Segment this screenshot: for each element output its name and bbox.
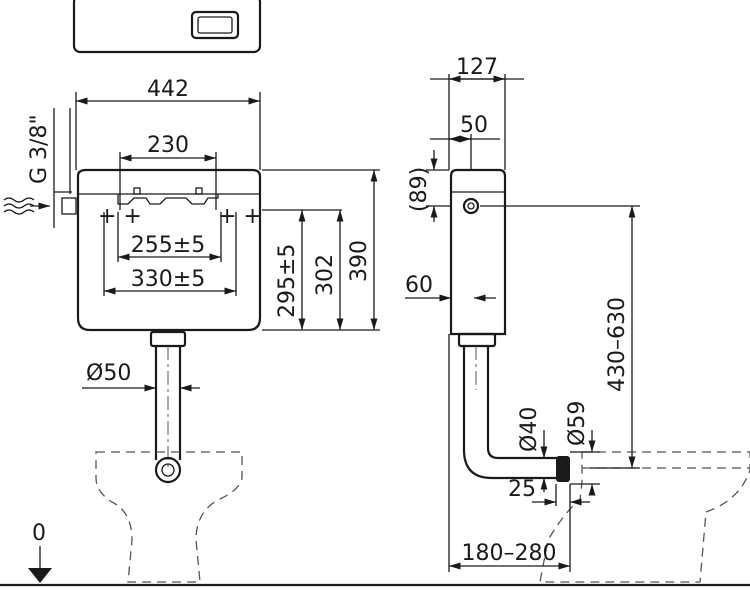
front-view: 442 G 3/8" 230 + + + + 255±5 [3, 0, 380, 583]
flush-pipe-front [149, 330, 187, 348]
pipe-outlet-icon [154, 456, 182, 484]
dim-50-label: 50 [460, 113, 488, 138]
dim-390-label: 390 [347, 240, 372, 282]
dim-89-label: (89) [407, 167, 432, 212]
water-inlet-icon [3, 197, 35, 215]
flush-pipe-side [457, 332, 497, 348]
dim-302-label: 302 [313, 254, 338, 296]
dim-d50-label: Ø50 [86, 361, 131, 386]
dim-60-label: 60 [405, 273, 433, 298]
dim-230-label: 230 [147, 133, 189, 158]
dim-295-label: 295±5 [275, 244, 300, 318]
dim-330-label: 330±5 [131, 267, 205, 292]
dim-255-label: 255±5 [131, 233, 205, 258]
dim-430-630-label: 430–630 [605, 297, 630, 392]
svg-text:+ +: + + [98, 204, 142, 229]
floor-level-marker-icon [28, 568, 52, 583]
toilet-bowl-front [95, 451, 243, 583]
dim-127-label: 127 [456, 55, 498, 80]
dim-180-280-label: 180–280 [462, 541, 557, 566]
toilet-bowl-side [539, 451, 750, 583]
inlet-valve-icon [462, 197, 480, 215]
cistern-tank-side [449, 168, 507, 336]
dim-25-label: 25 [508, 477, 536, 502]
svg-text:+ +: + + [218, 204, 262, 229]
side-view: 127 50 (89) 60 430–630 [405, 55, 750, 583]
mounting-holes-icon: + + + + [98, 204, 262, 229]
dim-d59-label: Ø59 [565, 401, 590, 446]
dim-442-label: 442 [147, 77, 189, 102]
dim-d40-label: Ø40 [517, 407, 542, 452]
flush-button-icon [190, 10, 240, 40]
floor-level-label: 0 [32, 521, 46, 546]
dim-g38-label: G 3/8" [27, 114, 52, 184]
bowl-connector-icon [556, 456, 570, 482]
